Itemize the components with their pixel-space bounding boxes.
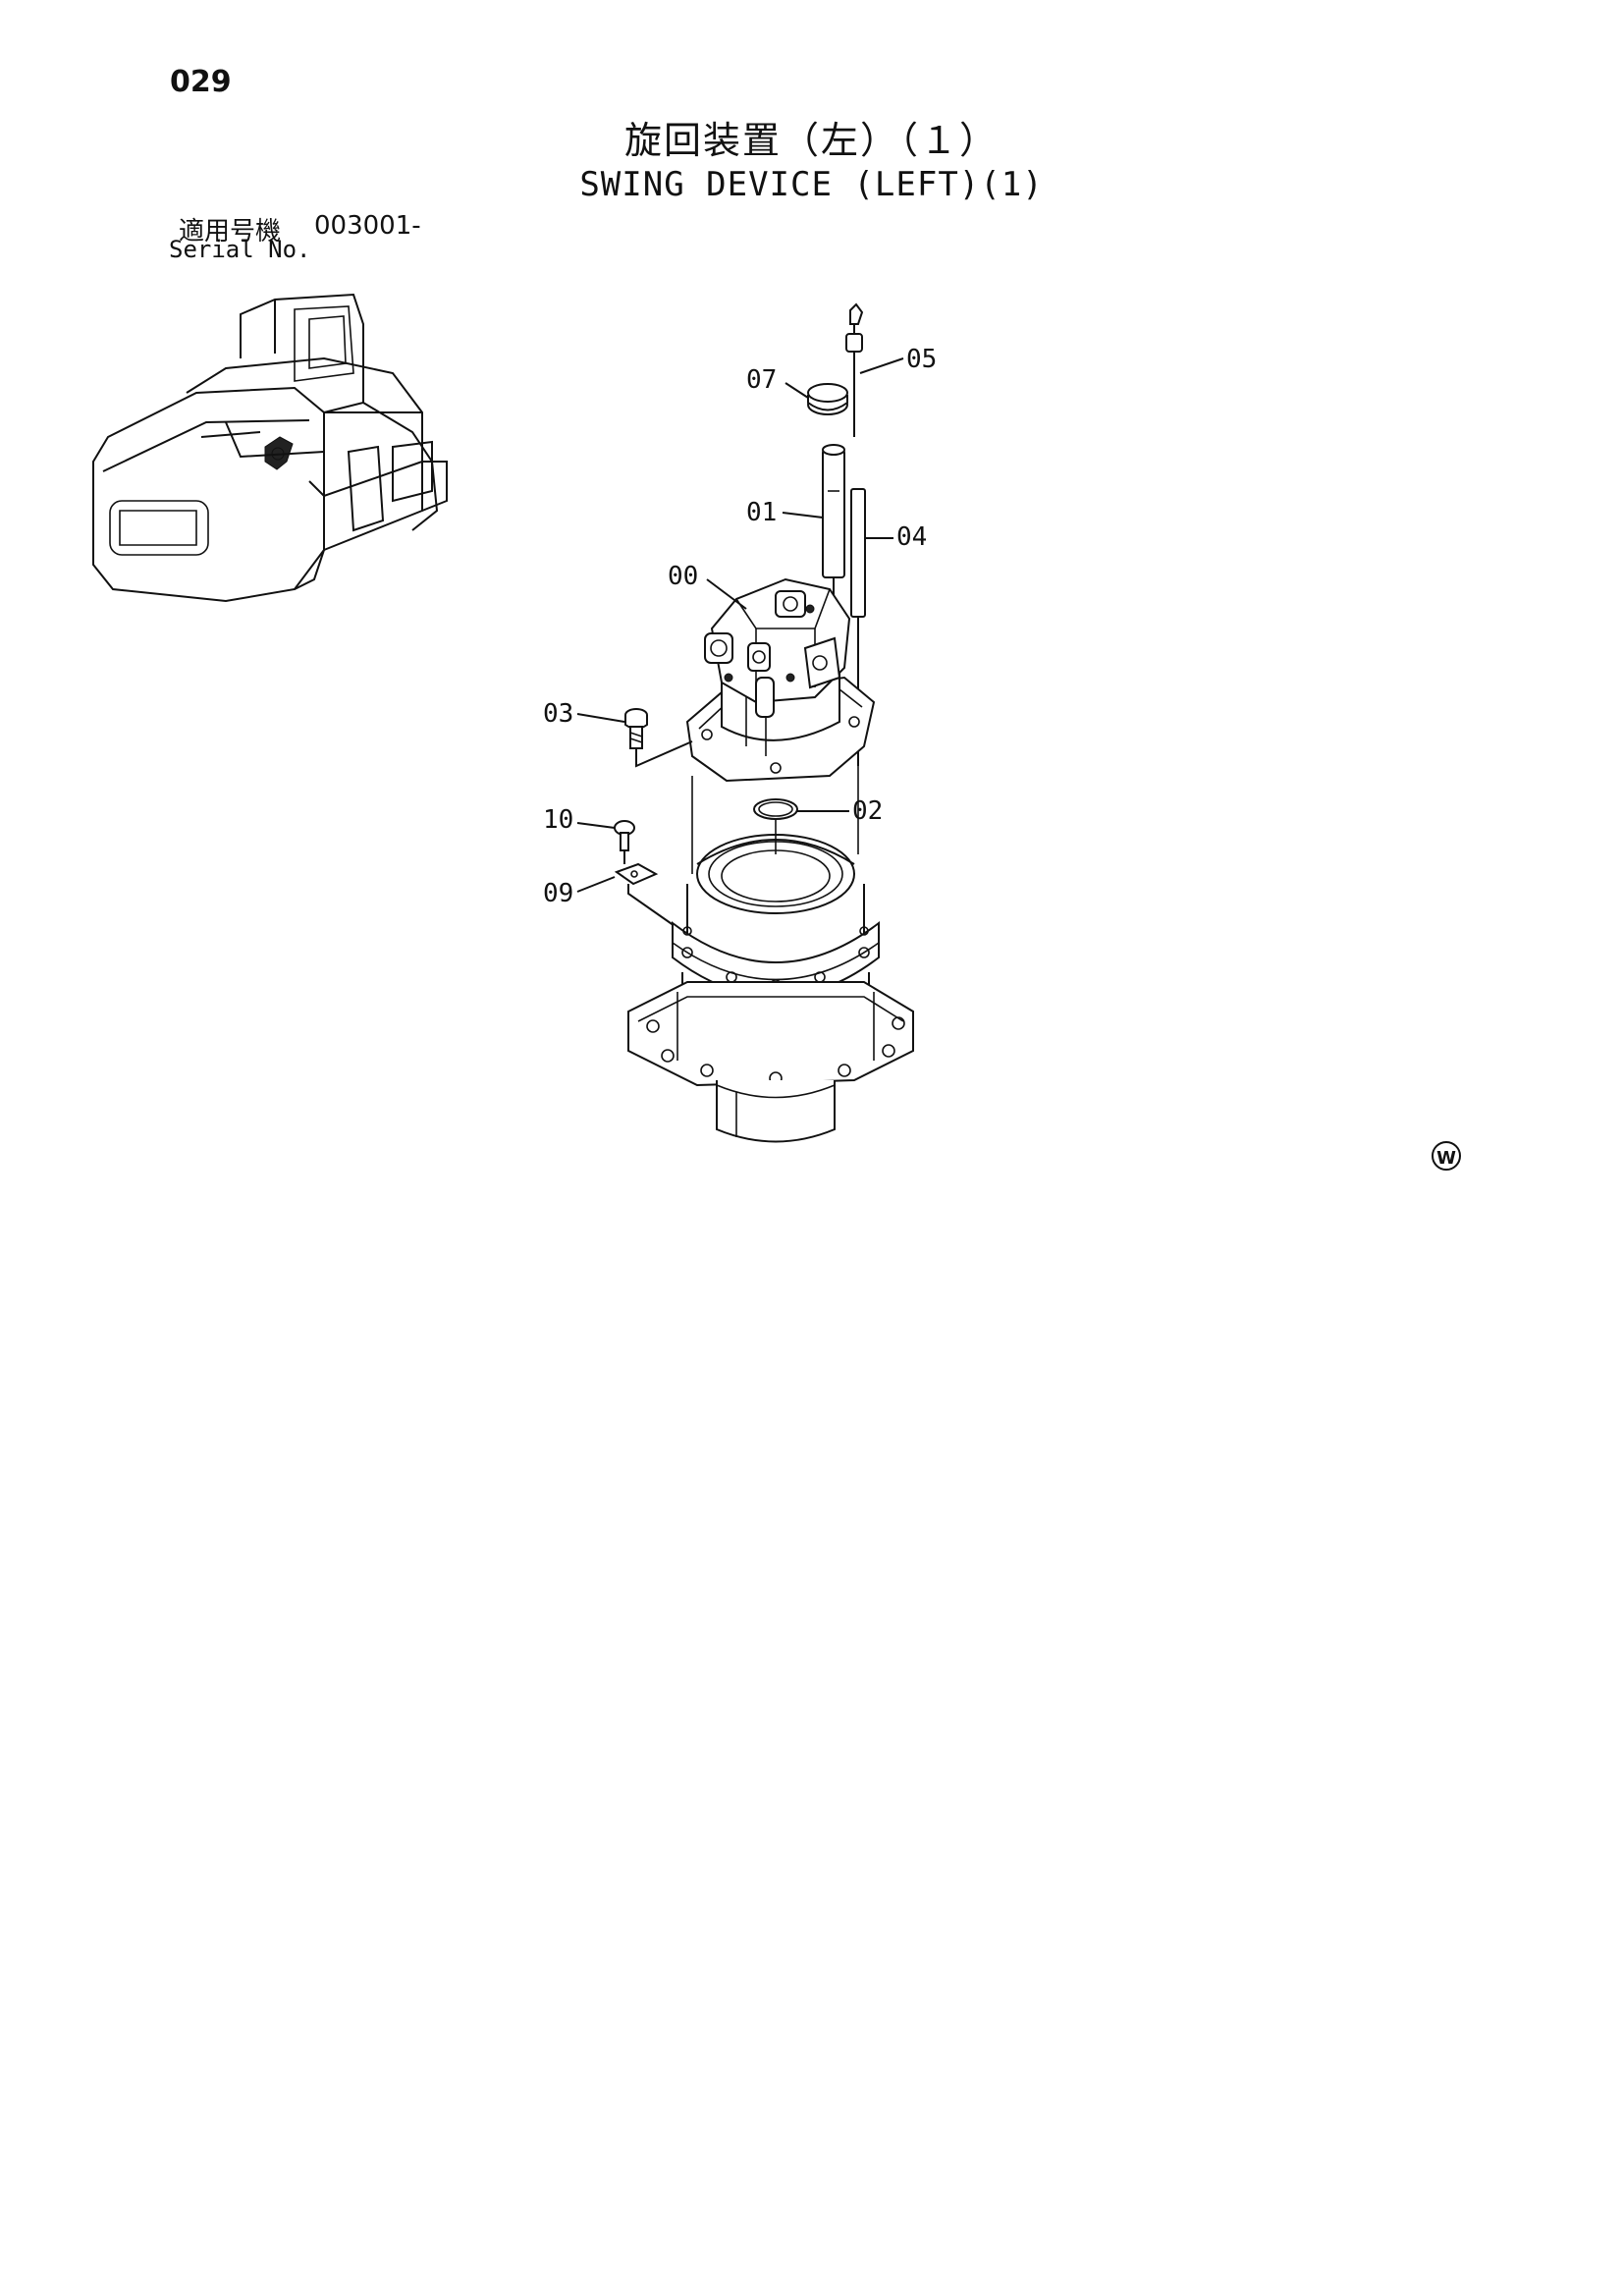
swing-reduction-gear-housing xyxy=(627,834,914,1143)
callout-07: 07 xyxy=(746,365,777,395)
part-07-cap xyxy=(807,383,848,415)
callout-03: 03 xyxy=(543,699,573,729)
svg-text:W: W xyxy=(1436,1148,1456,1169)
part-00-swing-motor xyxy=(685,577,876,783)
serial-number-value: 003001- xyxy=(314,211,421,241)
callout-05: 05 xyxy=(906,345,937,374)
excavator-locator-illustration xyxy=(92,293,448,603)
serial-label-english: Serial No. xyxy=(169,236,311,263)
assembly-guide-lines xyxy=(691,766,859,874)
callout-10: 10 xyxy=(543,805,573,835)
part-10-bolt xyxy=(614,820,635,864)
callout-09: 09 xyxy=(543,879,573,908)
callout-00: 00 xyxy=(668,562,698,591)
part-09-plate xyxy=(614,862,678,929)
part-05-dipstick xyxy=(845,302,864,437)
callout-01: 01 xyxy=(746,498,777,527)
leader-lines xyxy=(576,357,904,893)
part-01-pipe xyxy=(822,444,845,619)
callout-04: 04 xyxy=(896,522,927,552)
page-number: 029 xyxy=(170,65,232,99)
serial-label-japanese: 適用号機 xyxy=(179,217,282,246)
page-title-japanese: 旋回装置（左）（１） xyxy=(623,119,999,162)
part-02-o-ring xyxy=(753,798,798,820)
page-title-english: SWING DEVICE (LEFT)(1) xyxy=(579,165,1044,204)
footer-w-mark: W xyxy=(1432,1141,1461,1171)
part-03-bolt xyxy=(624,708,693,768)
callout-02: 02 xyxy=(852,796,883,826)
